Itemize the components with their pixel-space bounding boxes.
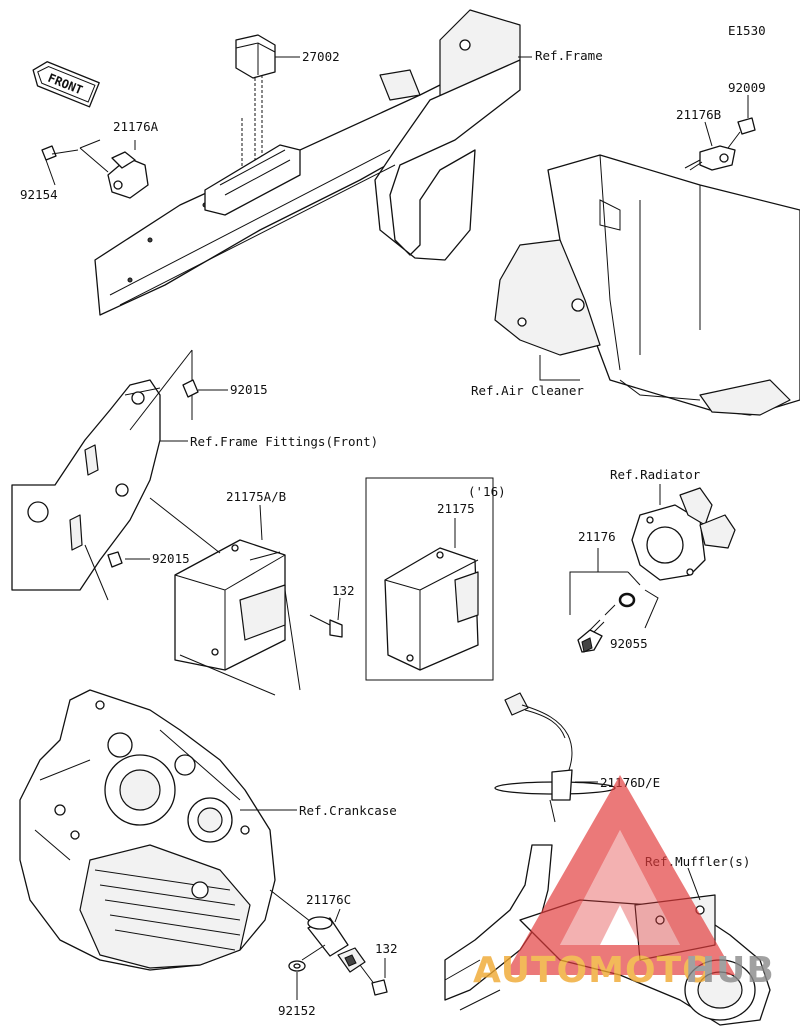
part-132-bolt-bottom[interactable] (359, 964, 388, 996)
air-cleaner-housing (494, 154, 800, 416)
front-arrow-badge: FRONT (32, 61, 100, 108)
label-132-bottom: 132 (375, 941, 398, 956)
ref-radiator: Ref.Radiator (610, 467, 701, 482)
label-132-mid: 132 (332, 583, 355, 598)
label-92154: 92154 (20, 187, 58, 202)
label-92015-bottom: 92015 (152, 551, 190, 566)
label-92015-top: 92015 (230, 382, 268, 397)
diagram-code: E1530 (728, 23, 766, 38)
ref-air-cleaner: Ref.Air Cleaner (471, 383, 584, 398)
part-21175AB-ecu[interactable] (174, 539, 286, 671)
part-21175-ecu[interactable] (384, 547, 479, 671)
part-21176B-sensor[interactable] (684, 145, 736, 171)
frame-fittings-front (11, 349, 193, 591)
ref-frame: Ref.Frame (535, 48, 603, 63)
label-27002: 27002 (302, 49, 340, 64)
part-92009-screw[interactable] (737, 95, 756, 135)
watermark-triangle-logo (505, 775, 735, 975)
watermark-text-automoto: AUTOMOTO (473, 950, 714, 991)
label-92152: 92152 (278, 1003, 316, 1018)
part-92154-bolt[interactable] (41, 145, 79, 161)
label-21175AB: 21175A/B (226, 489, 286, 504)
part-92015-nut-top[interactable] (182, 379, 199, 398)
label-21176C: 21176C (306, 892, 351, 907)
label-21176B: 21176B (676, 107, 721, 122)
ref-crankcase: Ref.Crankcase (299, 803, 397, 818)
radiator-fitting (631, 487, 736, 581)
label-year-note: ('16) (468, 484, 506, 499)
label-21176A: 21176A (113, 119, 159, 134)
automotohub-watermark: AUTOMOTO HUB (473, 775, 775, 991)
label-92009: 92009 (728, 80, 766, 95)
part-21176DE-oxygen-sensor[interactable] (494, 692, 616, 823)
part-21176-temp-sensor[interactable] (577, 619, 605, 653)
label-92055: 92055 (610, 636, 648, 651)
ecu-16-box (365, 477, 494, 681)
label-21175: 21175 (437, 501, 475, 516)
ref-frame-fittings: Ref.Frame Fittings(Front) (190, 434, 378, 449)
part-92055-gasket[interactable] (618, 592, 636, 608)
crankcase-assembly (19, 689, 276, 971)
part-92152-washer[interactable] (288, 960, 306, 972)
part-21176C-sensor[interactable] (307, 916, 366, 973)
watermark-text-hub: HUB (685, 950, 775, 991)
frame-rail (94, 9, 521, 316)
label-21176DE: 21176D/E (600, 775, 660, 790)
part-27002-connector[interactable] (235, 34, 276, 79)
label-21176: 21176 (578, 529, 616, 544)
part-92015-nut-bottom[interactable] (107, 551, 123, 568)
part-132-bolt-mid[interactable] (309, 614, 343, 638)
part-21176A-sensor[interactable] (107, 151, 149, 199)
